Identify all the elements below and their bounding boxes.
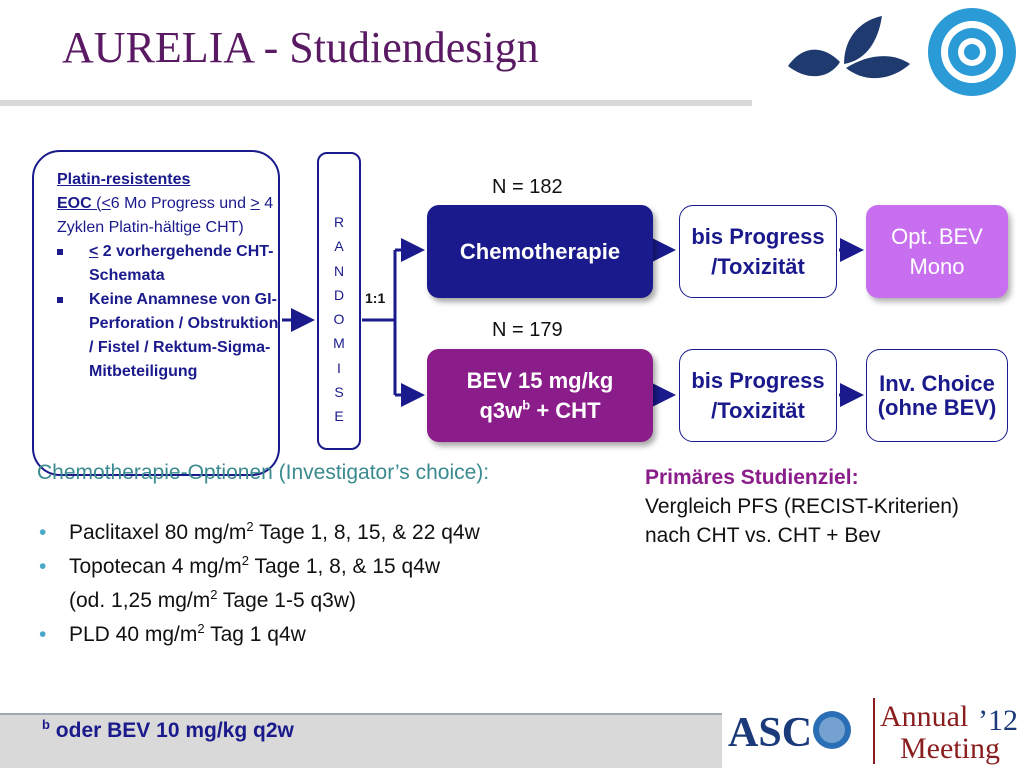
bullet-prior-regimens-text: 2 vorhergehende CHT-Schemata xyxy=(89,243,274,284)
option-item: •Topotecan 4 mg/m2 Tage 1, 8, & 15 q4w(o… xyxy=(37,550,537,618)
asco-annual-meeting-logo: ASC Annual ’12 Meeting xyxy=(728,698,1018,765)
arm2-treatment-box: BEV 15 mg/kg q3wb + CHT xyxy=(427,349,653,442)
square-bullet-icon xyxy=(57,249,63,255)
globe-icon xyxy=(813,711,851,749)
year-text: ’12 xyxy=(978,704,1018,737)
arm1-treatment-box: Chemotherapie xyxy=(427,205,653,298)
footnote: b oder BEV 10 mg/kg q2w xyxy=(42,717,294,743)
bullet-dot-icon: • xyxy=(39,623,47,646)
arm2-n: N = 179 xyxy=(492,319,563,341)
footnote-text: oder BEV 10 mg/kg q2w xyxy=(49,719,294,742)
asco-logo-text: ASC xyxy=(728,710,812,756)
eligibility-bullet-no-history: Keine Anamnese von GI-Perforation / Obst… xyxy=(57,288,279,384)
option-text: Tage 1, 8, 15, & 22 q4w xyxy=(253,521,480,544)
footer-bar xyxy=(0,713,722,768)
option-text: Tag 1 q4w xyxy=(204,623,306,646)
title-divider xyxy=(0,100,752,106)
randomise-letter: S xyxy=(334,384,344,401)
arm1-after-box: Opt. BEV Mono xyxy=(866,205,1008,298)
randomise-letter: O xyxy=(333,311,345,328)
option-text: Tage 1, 8, & 15 q4w xyxy=(249,555,441,578)
randomise-letter: D xyxy=(333,286,345,303)
eligibility-eoc: EOC xyxy=(57,195,92,212)
eligibility-heading-line1: Platin-resistentes xyxy=(57,171,191,188)
square-bullet-icon xyxy=(57,297,63,303)
option-item: • PLD 40 mg/m2 Tag 1 q4w xyxy=(37,618,537,652)
eligibility-bullets: < 2 vorhergehende CHT-Schemata Keine Ana… xyxy=(57,240,279,384)
randomise-letter: I xyxy=(337,359,341,376)
option-item: • Paclitaxel 80 mg/m2 Tage 1, 8, 15, & 22… xyxy=(37,516,537,550)
option-text: Paclitaxel 80 mg/m xyxy=(69,521,247,544)
randomise-box xyxy=(317,152,361,450)
bullet-dot-icon: • xyxy=(39,521,47,544)
society-logo-icon xyxy=(788,8,1016,96)
eligibility-cycles: 4 Zyklen Platin-hältige CHT) xyxy=(57,195,274,236)
eligibility-bullet-prior-regimens: < 2 vorhergehende CHT-Schemata xyxy=(57,240,279,288)
arm2-until-box: bis Progress /Toxizität xyxy=(679,349,837,442)
option-sup: 2 xyxy=(197,621,205,636)
bullet-dot-icon: • xyxy=(39,555,47,578)
randomise-letter: M xyxy=(333,335,345,352)
eligibility-gt-symbol: > xyxy=(250,195,260,212)
options-heading: Chemotherapie-Optionen (Investigator’s c… xyxy=(37,461,490,484)
eligibility-months: 6 Mo Progress und xyxy=(110,195,251,212)
primary-endpoint: Primäres Studienziel: Vergleich PFS (REC… xyxy=(645,463,985,550)
footnote-sup: b xyxy=(42,717,50,732)
eligibility-box xyxy=(32,150,280,476)
arm2-treatment-cht: + CHT xyxy=(530,397,601,423)
option-text: Topotecan 4 mg/m xyxy=(69,555,242,578)
bullet-lt-symbol: < xyxy=(89,243,99,260)
randomise-letter: N xyxy=(333,262,345,279)
option-text: PLD 40 mg/m xyxy=(69,623,198,646)
option-text: (od. 1,25 mg/m xyxy=(69,589,211,612)
meeting-text: Meeting xyxy=(900,732,1000,765)
arm2-treatment-line1: BEV 15 mg/kg xyxy=(466,367,614,393)
option-text: Tage 1-5 q3w) xyxy=(217,589,356,612)
annual-text: Annual xyxy=(880,700,968,733)
randomise-letters: R A N D O M I S E xyxy=(317,210,361,429)
eligibility-criteria: Platin-resistentes EOC (<6 Mo Progress u… xyxy=(57,168,279,384)
arm1-until-box: bis Progress /Toxizität xyxy=(679,205,837,298)
page-title: AURELIA - Studiendesign xyxy=(62,23,539,72)
eligibility-lt-symbol: < xyxy=(101,195,111,212)
randomise-letter: A xyxy=(334,238,344,255)
arm2-treatment-q3w: q3w xyxy=(479,397,523,423)
randomise-letter: R xyxy=(333,214,345,230)
option-sup: 2 xyxy=(246,519,254,534)
option-sup: 2 xyxy=(241,553,249,568)
options-list: •Paclitaxel 80 mg/m2 Tage 1, 8, 15, & 22… xyxy=(37,516,537,652)
arm2-after-box: Inv. Choice (ohne BEV) xyxy=(866,349,1008,442)
bullet-no-history-text: Keine Anamnese von GI-Perforation / Obst… xyxy=(89,291,279,380)
primary-endpoint-line2: nach CHT vs. CHT + Bev xyxy=(645,524,881,547)
eligibility-open-paren: ( xyxy=(91,195,102,212)
primary-endpoint-line1: Vergleich PFS (RECIST-Kriterien) xyxy=(645,495,959,518)
option-sup: 2 xyxy=(210,587,218,602)
randomisation-ratio: 1:1 xyxy=(365,290,386,306)
arm2-treatment-sup: b xyxy=(522,397,531,413)
randomise-letter: E xyxy=(334,408,344,425)
primary-endpoint-heading: Primäres Studienziel: xyxy=(645,466,859,489)
arm1-n: N = 182 xyxy=(492,176,563,198)
